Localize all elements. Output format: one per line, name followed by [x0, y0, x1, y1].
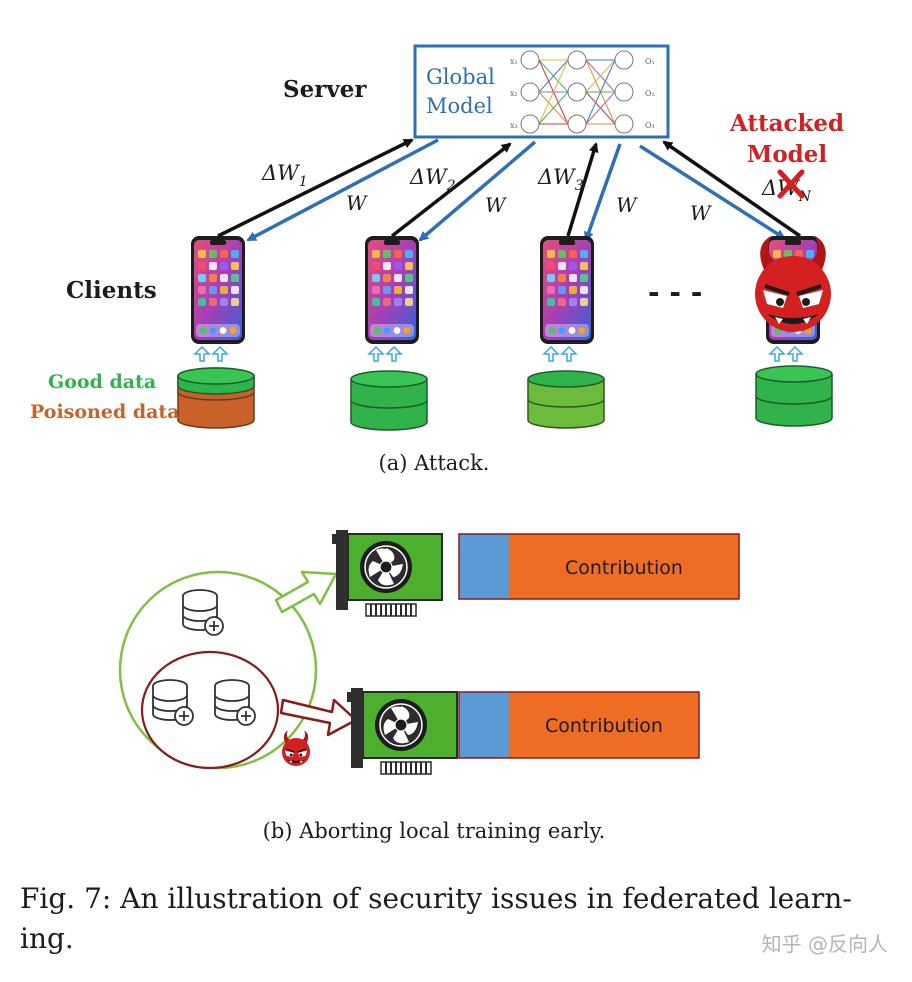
contribution-bar-honest: Contribution — [458, 533, 740, 600]
client-phone-2 — [365, 236, 419, 344]
delta-w-label-2: ΔW2 — [409, 165, 456, 194]
upload-arrows-1 — [194, 346, 228, 362]
nn-connection — [538, 91, 569, 125]
database-icon-honest — [182, 589, 224, 636]
contribution-bar-malicious: Contribution — [458, 691, 700, 759]
contribution-bar-honest-main — [509, 534, 739, 599]
global-model-label-line2: Model — [426, 94, 493, 118]
update-arrow-n — [662, 140, 801, 238]
update-arrows — [217, 138, 801, 242]
weight-label-3: W — [616, 193, 638, 217]
database-poisoned — [177, 367, 255, 429]
figure-caption-line2: ing. — [20, 922, 74, 955]
update-arrow-3 — [566, 142, 599, 237]
ellipsis: - - - — [648, 276, 702, 309]
contribution-label-malicious: Contribution — [545, 715, 663, 737]
delta-w-label-1: ΔW1 — [261, 161, 308, 190]
legend-poisoned-data: Poisoned data — [30, 401, 180, 423]
weight-arrow-n — [639, 144, 786, 240]
contribution-bar-malicious-main — [509, 692, 699, 758]
weight-arrow-2 — [418, 140, 537, 242]
nn-output-2: O₂ — [645, 89, 655, 98]
figure-caption-line1: Fig. 7: An illustration of security issu… — [20, 882, 852, 915]
nn-input-3: x₃ — [510, 121, 518, 130]
gpu-card-malicious — [346, 687, 458, 775]
small-devil-icon — [281, 729, 311, 767]
nn-connection — [585, 91, 616, 125]
contribution-bar-honest-small — [459, 534, 509, 599]
nn-input-1: x₁ — [510, 57, 518, 66]
database-icon-attacker-2 — [214, 679, 256, 726]
weight-label-n: W — [690, 201, 712, 225]
weight-label-1: W — [346, 191, 368, 215]
weight-arrow-3 — [583, 143, 622, 242]
update-arrow-2 — [390, 142, 512, 238]
weight-label-2: W — [485, 193, 507, 217]
server-label: Server — [283, 76, 367, 103]
client-phone-3 — [540, 236, 594, 344]
gpu-card-honest — [331, 529, 443, 617]
update-arrow-1 — [217, 138, 414, 238]
legend-good-data: Good data — [48, 371, 156, 393]
arrow-malicious — [279, 698, 358, 737]
client-phone-1 — [191, 236, 245, 344]
caption-a: (a) Attack. — [379, 451, 490, 475]
attacked-model-line1: Attacked — [729, 110, 844, 137]
nn-input-2: x₂ — [510, 89, 518, 98]
upload-arrows-n — [769, 346, 803, 362]
watermark: 知乎 @反向人 — [762, 932, 888, 956]
nn-connection — [538, 59, 569, 93]
database-good-2 — [350, 370, 428, 431]
delta-w-label-3: ΔW3 — [537, 165, 584, 194]
weight-arrow-1 — [246, 138, 439, 242]
database-icon-attacker-1 — [152, 679, 194, 726]
nn-connection — [585, 59, 616, 93]
caption-b: (b) Aborting local training early. — [263, 819, 606, 843]
nn-connection — [585, 59, 616, 125]
contribution-bar-malicious-small — [459, 692, 509, 758]
database-good-n — [755, 365, 833, 427]
neural-network-icon: x₁ x₂ x₃ O₁ O₂ O₃ — [510, 50, 655, 134]
upload-arrows-2 — [368, 346, 402, 362]
contribution-label-honest: Contribution — [565, 557, 683, 579]
nn-connection — [538, 59, 569, 125]
database-good-3 — [527, 370, 605, 429]
clients-label: Clients — [66, 277, 157, 304]
nn-output-1: O₁ — [645, 57, 655, 66]
attacked-model-line2: Model — [747, 141, 828, 168]
nn-output-3: O₃ — [645, 121, 655, 130]
arrow-honest — [274, 570, 338, 614]
upload-arrows-3 — [543, 346, 577, 362]
global-model-label-line1: Global — [426, 65, 495, 89]
global-model-box: Global Model x₁ x₂ x₃ O₁ O₂ O₃ — [413, 44, 670, 139]
cross-icon — [777, 169, 805, 199]
